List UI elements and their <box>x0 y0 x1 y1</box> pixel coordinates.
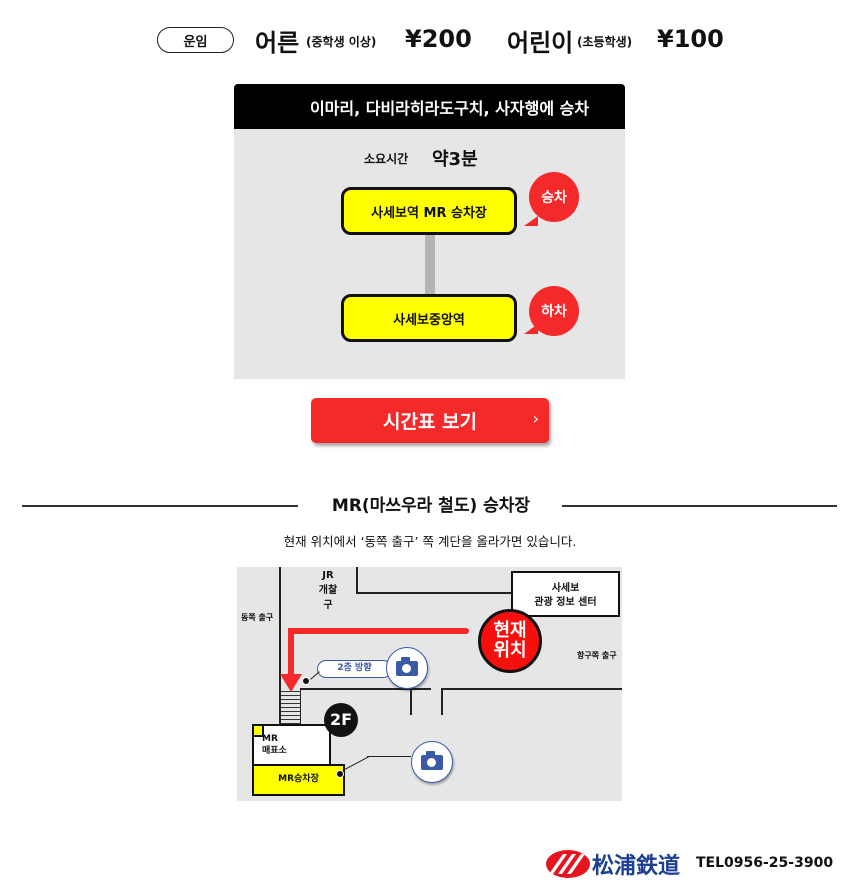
jr-gate-label: JR 개찰구 <box>318 570 338 611</box>
current-location-marker: 현재 위치 <box>478 609 542 673</box>
chevron-right-icon: › <box>532 409 539 428</box>
section-divider-right <box>562 505 837 507</box>
alight-bubble-tail <box>524 324 538 334</box>
company-logo-icon <box>546 850 590 878</box>
duration-label: 소요시간 <box>364 152 409 166</box>
route-arrow-icon <box>280 674 302 692</box>
east-exit-label: 동쪽 출구 <box>241 613 274 622</box>
child-note: (초등학생) <box>577 35 633 49</box>
to-station: 사세보중앙역 <box>341 294 517 342</box>
map-point-dot <box>336 770 344 778</box>
mr-platform[interactable]: MR승차장 <box>252 764 345 796</box>
route-path-vertical <box>288 628 294 678</box>
child-label: 어린이 <box>507 29 574 57</box>
company-name: 松浦鉄道 <box>592 854 681 879</box>
board-bubble-tail <box>524 216 538 226</box>
camera-icon[interactable] <box>386 647 428 689</box>
map-wall <box>441 688 443 715</box>
map-wall-east <box>279 567 281 727</box>
tourist-info-box: 사세보 관광 정보 센터 <box>511 571 620 617</box>
map-wall <box>410 688 412 715</box>
map-point-dot <box>302 677 310 685</box>
route-card: 이마리, 다비라히라도구치, 사자행에 승차 소요시간 약3분 사세보역 MR … <box>234 84 625 379</box>
section-title: MR(마쓰우라 철도) 승차장 <box>331 496 531 516</box>
harbor-exit-label: 항구쪽 출구 <box>577 651 617 660</box>
timetable-button[interactable]: 시간표 보기 › <box>311 398 549 443</box>
map-wall <box>297 688 431 690</box>
adult-label: 어른 <box>255 29 300 57</box>
floor-2f-badge: 2F <box>324 703 358 737</box>
alight-badge: 하차 <box>529 286 579 336</box>
route-path-horizontal <box>288 628 469 634</box>
phone-number: TEL0956-25-3900 <box>696 855 834 871</box>
fare-badge: 운임 <box>157 27 234 53</box>
section-divider-left <box>22 505 298 507</box>
camera-icon[interactable] <box>411 741 453 783</box>
adult-price: ¥200 <box>405 25 472 53</box>
map-wall <box>356 567 358 592</box>
stairs <box>281 688 301 724</box>
to-2f-label: 2층 방향 <box>317 660 392 678</box>
child-price: ¥100 <box>657 25 724 53</box>
route-header: 이마리, 다비라히라도구치, 사자행에 승차 <box>234 84 625 129</box>
timetable-button-label: 시간표 보기 <box>382 411 477 433</box>
map-wall <box>356 592 511 594</box>
ticket-office-label: MR 매표소 <box>262 734 287 756</box>
route-connector <box>425 233 435 295</box>
duration-value: 약3분 <box>432 149 478 170</box>
board-badge: 승차 <box>529 172 579 222</box>
station-map: JR 개찰구 동쪽 출구 사세보 관광 정보 센터 항구쪽 출구 현재 위치 2… <box>237 567 622 801</box>
ticket-office-marker <box>252 724 264 737</box>
map-wall <box>441 688 622 690</box>
from-station: 사세보역 MR 승차장 <box>341 187 517 235</box>
adult-note: (중학생 이상) <box>306 35 377 49</box>
section-description: 현재 위치에서 ‘동쪽 출구’ 쪽 계단을 올라가면 있습니다. <box>283 534 577 549</box>
